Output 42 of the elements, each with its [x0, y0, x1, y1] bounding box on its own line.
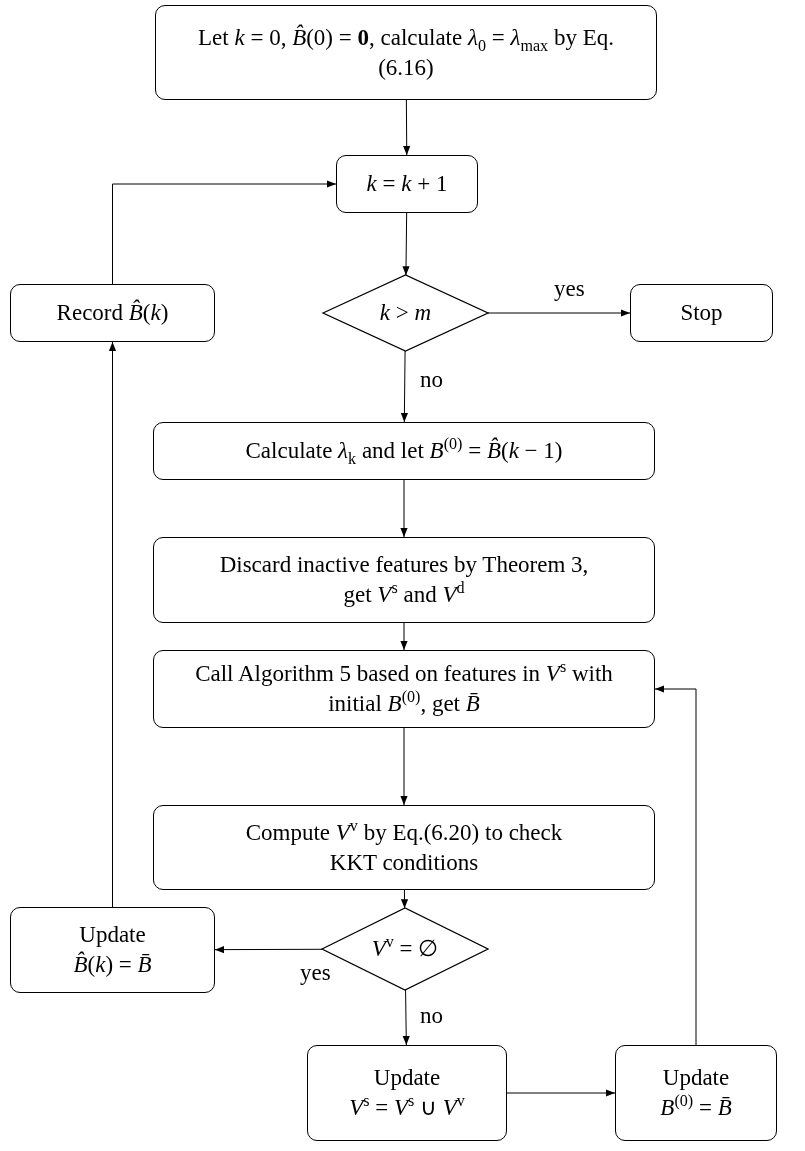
node-text: Calculate λ$_{k}$ and let B$^{(0)}$ = B̂(k − 1) — [245, 436, 563, 466]
arrow — [506, 1089, 616, 1097]
arrow — [400, 622, 408, 651]
arrow — [108, 341, 117, 908]
node-text: Compute V$^{v}$ by Eq.(6.20) to check KKT conditions — [244, 817, 564, 877]
arrow — [400, 727, 408, 806]
node-text: k > m — [379, 299, 432, 328]
process-box — [10, 284, 215, 342]
node-text: B̂(k) = B̄ — [73, 950, 152, 979]
process-box — [155, 5, 657, 100]
node-text: Record B̂(k) — [56, 298, 169, 328]
process-box — [307, 1045, 507, 1141]
node-text: Call Algorithm 5 based on features in V$^{s}$ with initial B$^{(0)}$, get B̄ — [194, 659, 614, 718]
arrow — [654, 685, 697, 1046]
node-text: Update — [662, 1064, 730, 1093]
node-text: Update — [79, 921, 146, 950]
process-box — [153, 805, 655, 890]
decision-diamond — [323, 275, 488, 351]
arrow — [403, 99, 411, 156]
arrow — [112, 180, 337, 285]
arrow — [487, 309, 631, 317]
arrow — [400, 350, 408, 423]
arrow — [402, 989, 410, 1046]
process-box — [153, 537, 655, 623]
node-text: Discard inactive features by Theorem 3, get V$^{s}$ and V$^{d}$ — [218, 551, 590, 609]
arrow — [214, 946, 324, 954]
arrow — [400, 889, 409, 909]
process-box — [153, 650, 655, 728]
node-text: V$^{v}$ = ∅ — [371, 934, 439, 964]
node-text: Let k = 0, B̂(0) = 0, calculate λ$_{0}$ = λ$_{max}$ by Eq.(6.16) — [197, 23, 615, 82]
node-text: B$^{(0)}$ = B̄ — [660, 1093, 732, 1122]
process-box — [153, 422, 655, 480]
process-box — [615, 1045, 777, 1141]
arrow — [402, 212, 410, 276]
node-text: Update — [373, 1064, 441, 1093]
arrow — [400, 479, 408, 538]
process-box — [10, 907, 215, 993]
node-text: V$^{s}$ = V$^{s}$ ∪ V$^{v}$ — [349, 1093, 465, 1122]
node-text: Stop — [680, 299, 723, 328]
node-text: k = k + 1 — [366, 170, 448, 199]
process-box — [336, 155, 478, 213]
process-box — [630, 284, 773, 342]
